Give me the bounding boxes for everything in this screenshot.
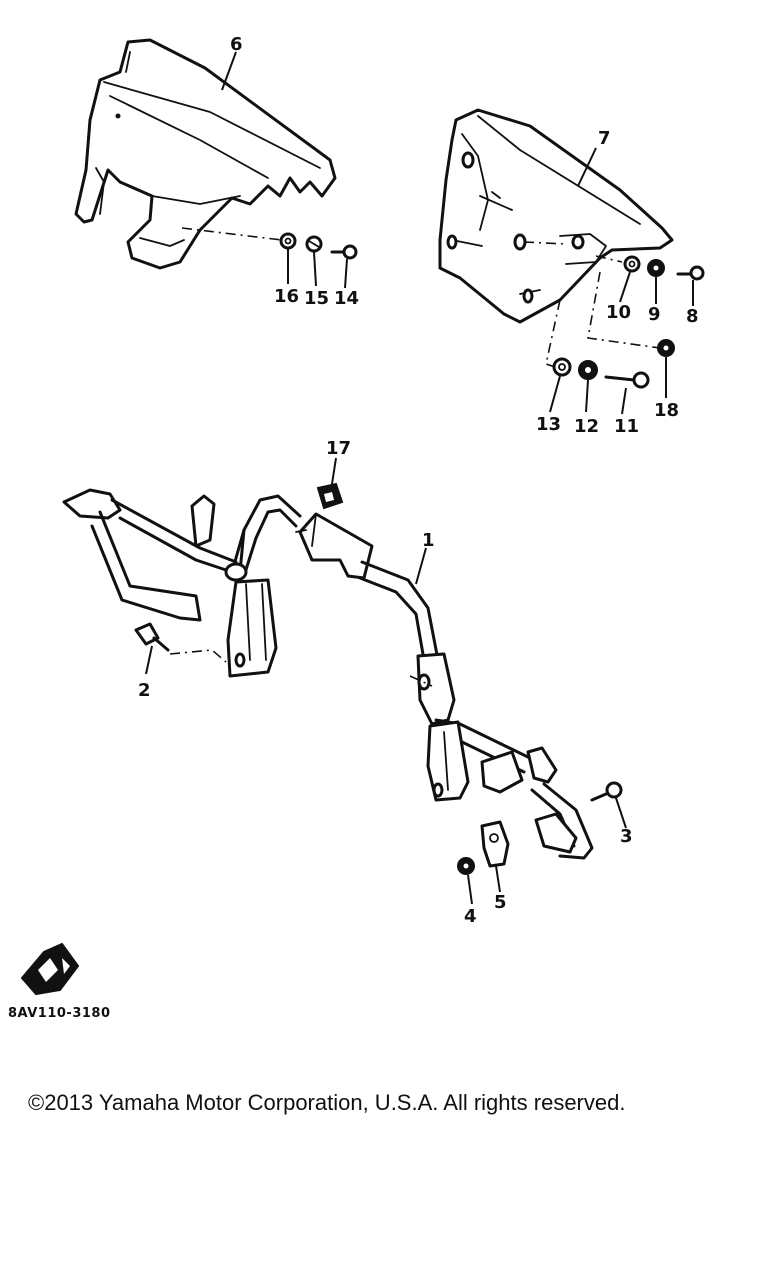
part-2-bolt (134, 622, 170, 652)
part-16-washer (279, 232, 297, 250)
part-1-frame-stay (62, 488, 594, 860)
part-number-7: 7 (598, 128, 611, 149)
part-number-18: 18 (654, 400, 679, 421)
part-13-washer (552, 357, 572, 377)
part-8-bolt (676, 265, 705, 281)
part-number-6: 6 (230, 34, 243, 55)
part-number-4: 4 (464, 906, 477, 927)
part-number-14: 14 (334, 288, 359, 309)
part-10-washer (623, 255, 641, 273)
part-number-5: 5 (494, 892, 507, 913)
part-4-nut (457, 857, 475, 875)
diagram-code: 8AV110-3180 (8, 1006, 111, 1021)
part-number-2: 2 (138, 680, 151, 701)
part-11-bolt (604, 371, 650, 389)
part-15-collar (305, 235, 323, 253)
part-number-17: 17 (326, 438, 351, 459)
part-9-grommet (647, 259, 665, 277)
part-6-cover (74, 38, 337, 270)
part-number-11: 11 (614, 416, 639, 437)
part-14-bolt (330, 244, 358, 260)
part-number-9: 9 (648, 304, 661, 325)
model-pictogram-icon (20, 942, 80, 996)
part-5-clip (480, 820, 510, 868)
part-7-side-cover (438, 108, 674, 324)
part-number-3: 3 (620, 826, 633, 847)
part-number-12: 12 (574, 416, 599, 437)
part-number-1: 1 (422, 530, 435, 551)
part-number-16: 16 (274, 286, 299, 307)
parts-diagram: 1 2 3 4 5 6 7 8 9 10 11 12 13 14 15 16 1… (20, 34, 705, 996)
part-12-grommet (578, 360, 598, 380)
part-18-nut (657, 339, 675, 357)
part-number-8: 8 (686, 306, 699, 327)
part-17-cushion (316, 482, 344, 510)
part-number-15: 15 (304, 288, 329, 309)
copyright-notice: ©2013 Yamaha Motor Corporation, U.S.A. A… (28, 1090, 626, 1115)
part-number-13: 13 (536, 414, 561, 435)
part-number-10: 10 (606, 302, 631, 323)
part-3-bolt (590, 781, 623, 802)
